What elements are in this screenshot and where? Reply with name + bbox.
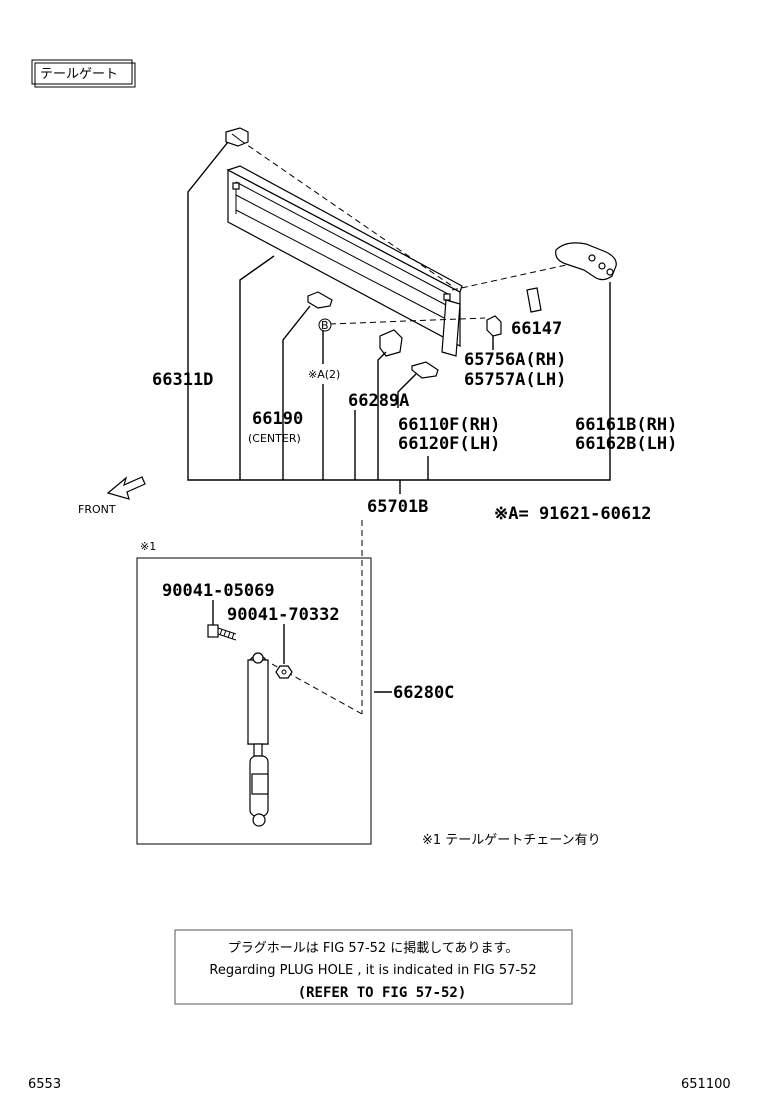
cover-part — [526, 287, 542, 313]
part-label-66110F: 66110F(RH) — [398, 415, 500, 435]
part-label-66280C: 66280C — [393, 683, 454, 703]
part-label-90041-05069: 90041-05069 — [162, 581, 275, 601]
bolt-part — [207, 624, 237, 641]
notice-line-2: Regarding PLUG HOLE , it is indicated in… — [209, 963, 536, 978]
part-label-center-note: (CENTER) — [248, 432, 301, 445]
box-mark: ※1 — [140, 540, 156, 553]
inset-box — [136, 557, 372, 845]
part-label-bolt-a: ※A(2) — [308, 368, 340, 381]
part-label-65757A: 65757A(LH) — [464, 370, 566, 390]
part-label-65701B: 65701B — [367, 497, 428, 517]
footer-left: 6553 — [28, 1077, 61, 1092]
footnote: ※1 テールゲートチェーン有り — [422, 833, 601, 848]
part-label-66190: 66190 — [252, 409, 303, 429]
front-label: FRONT — [78, 503, 116, 516]
part-label-66289A: 66289A — [348, 391, 409, 411]
notice-box — [174, 929, 573, 1005]
bracket-part — [379, 329, 403, 357]
svg-text:B: B — [321, 319, 329, 332]
hinge-part — [411, 361, 439, 379]
notice-line-3: (REFER TO FIG 57-52) — [298, 985, 467, 1001]
damper-part — [247, 652, 269, 827]
tailgate-panel — [226, 165, 463, 357]
section-title: テールゲート — [40, 67, 118, 82]
notice-line-1: プラグホールは FIG 57-52 に掲載してあります。 — [228, 940, 518, 956]
cap-part — [486, 315, 502, 337]
marker-b: B — [318, 318, 332, 332]
part-label-66161B: 66161B(RH) — [575, 415, 677, 435]
part-label-65756A: 65756A(RH) — [464, 350, 566, 370]
clip-center — [307, 291, 333, 309]
part-label-66120F: 66120F(LH) — [398, 434, 500, 454]
part-label-66147: 66147 — [511, 319, 562, 339]
note-a: ※A= 91621-60612 — [494, 504, 652, 524]
footer-right: 651100 — [681, 1077, 731, 1092]
part-label-90041-70332: 90041-70332 — [227, 605, 340, 625]
hinge-plate — [555, 242, 617, 281]
part-label-66311D: 66311D — [152, 370, 213, 390]
part-label-66162B: 66162B(LH) — [575, 434, 677, 454]
nut-part — [275, 665, 293, 679]
front-arrow-icon — [106, 476, 146, 500]
section-title-box: テールゲート — [31, 59, 136, 88]
